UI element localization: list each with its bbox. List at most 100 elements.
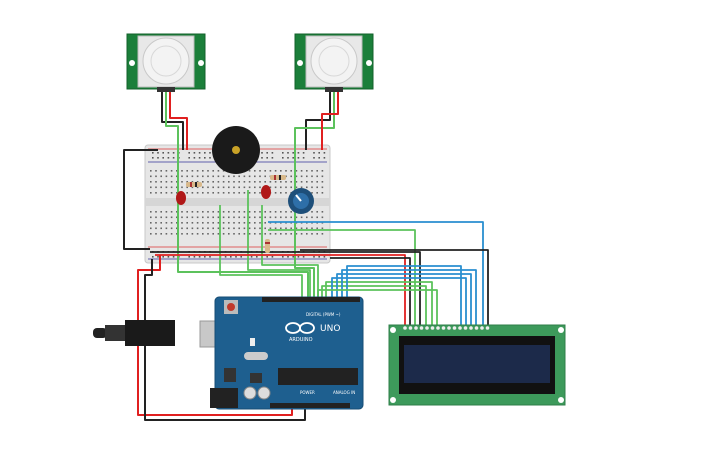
hole [313, 152, 315, 154]
digital-header [262, 297, 360, 302]
hole [198, 256, 201, 258]
hole [186, 175, 188, 178]
hole [238, 233, 240, 235]
hole [300, 181, 303, 183]
hole [269, 233, 272, 235]
wire-lcd-vcc [155, 254, 406, 326]
hole [165, 222, 168, 224]
lcd-pin [425, 326, 429, 330]
hole [285, 211, 287, 213]
hole [300, 227, 303, 230]
hole [207, 181, 209, 183]
hole [170, 222, 173, 224]
hole [165, 170, 168, 172]
hole [170, 192, 173, 194]
hole [170, 175, 173, 178]
wire-lcd-gnd [150, 251, 421, 326]
hole [238, 192, 240, 194]
hole [290, 227, 292, 230]
hole [212, 170, 214, 172]
hole [196, 170, 199, 172]
hole [207, 175, 209, 178]
hole [266, 152, 268, 154]
hole [254, 170, 256, 172]
hole [160, 222, 162, 224]
hole [202, 175, 204, 178]
hole [155, 227, 157, 230]
hole [316, 216, 318, 219]
hole [248, 170, 251, 172]
hole [165, 175, 168, 178]
wire-d13 [317, 289, 438, 326]
hole [269, 181, 272, 183]
hole [264, 175, 266, 178]
hole [191, 222, 194, 224]
hole [176, 233, 178, 235]
piezo-buzzer [212, 126, 260, 174]
hole [274, 181, 277, 183]
hole [207, 227, 209, 230]
hole [152, 157, 154, 159]
wire-pir2-vcc [321, 88, 339, 150]
lcd-screen [404, 345, 550, 383]
wire-pir1-vcc [169, 88, 188, 150]
hole [155, 170, 157, 172]
hole [306, 233, 308, 235]
hole [150, 186, 152, 189]
led-right [261, 185, 271, 199]
hole [250, 256, 253, 258]
hole [274, 233, 277, 235]
hole [323, 152, 326, 154]
hole [274, 227, 277, 230]
hole [321, 181, 324, 183]
hole [248, 175, 251, 178]
hole [150, 181, 152, 183]
hole [160, 211, 162, 213]
hole [274, 186, 277, 189]
hole [269, 170, 272, 172]
hole [191, 227, 194, 230]
hole [176, 192, 178, 194]
hole [295, 175, 298, 178]
hole [306, 186, 308, 189]
hole [243, 216, 246, 219]
hole [150, 216, 152, 219]
hole [264, 181, 266, 183]
hole [264, 170, 266, 172]
hole [313, 256, 315, 258]
hole [254, 186, 256, 189]
hole [150, 227, 152, 230]
hole [217, 216, 220, 219]
hole [202, 181, 204, 183]
hole [176, 186, 178, 189]
hole [202, 227, 204, 230]
hole [311, 186, 313, 189]
hole [155, 186, 157, 189]
hole [176, 175, 178, 178]
hole [306, 170, 308, 172]
hole [222, 233, 225, 235]
hole [167, 152, 170, 154]
hole [191, 211, 194, 213]
reset-button [227, 303, 235, 311]
hole [254, 192, 256, 194]
hole [160, 181, 162, 183]
hole [323, 157, 326, 159]
hole [217, 170, 220, 172]
lcd-pin [463, 326, 468, 330]
hole [165, 227, 168, 230]
hole [302, 152, 305, 154]
hole [248, 192, 251, 194]
hole [212, 233, 214, 235]
hole [248, 216, 251, 219]
hole [170, 227, 173, 230]
hole [212, 216, 214, 219]
hole [311, 227, 313, 230]
hole [271, 157, 274, 159]
hole [217, 227, 220, 230]
hole [287, 152, 289, 154]
hole [212, 175, 214, 178]
pir-sensor-left [126, 33, 206, 92]
hole [259, 233, 261, 235]
lcd-pin [403, 326, 407, 330]
